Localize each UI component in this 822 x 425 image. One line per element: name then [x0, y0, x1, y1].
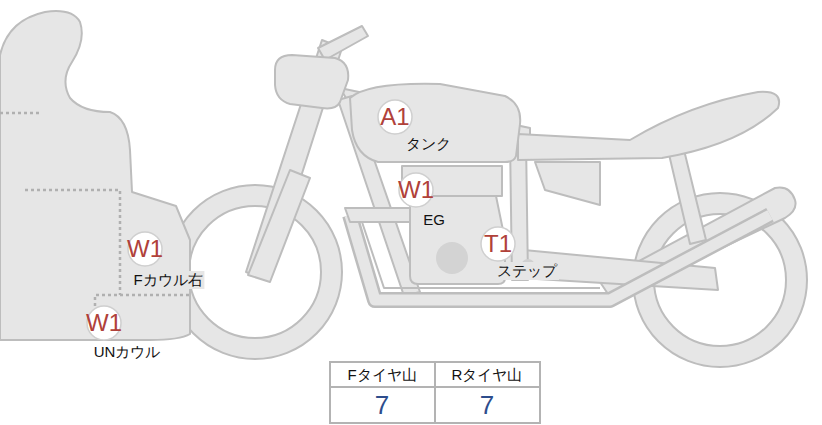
table-header: Fタイヤ山	[347, 366, 416, 385]
table-value: 7	[375, 390, 389, 421]
cowl-division-lines	[0, 113, 190, 330]
handlebar	[318, 26, 368, 60]
tire-table-grid	[330, 362, 540, 423]
part-name: ステップ	[495, 262, 559, 280]
headlight	[275, 55, 348, 108]
part-name: タンク	[404, 135, 453, 153]
front-cowl	[0, 11, 190, 340]
rear-shock	[668, 150, 706, 244]
callout-code: T1	[480, 230, 516, 258]
seat	[518, 92, 779, 160]
side-cover	[535, 162, 600, 205]
callout-code: W1	[86, 309, 122, 337]
callout-code: W1	[398, 176, 434, 204]
callout-circle: W1Fカウル右	[127, 231, 163, 267]
callout-circle: A1タンク	[377, 99, 413, 135]
part-name: EG	[421, 211, 447, 229]
part-name: UNカウル	[92, 343, 163, 361]
engine-cover	[436, 242, 468, 274]
table-header: Rタイヤ山	[452, 366, 523, 385]
table-value: 7	[480, 390, 494, 421]
callout-code: A1	[377, 103, 413, 131]
fuel-tank	[350, 84, 520, 162]
callout-circle: W1EG	[398, 172, 434, 208]
exhaust-header	[345, 208, 410, 222]
callout-code: W1	[127, 235, 163, 263]
fork-slider	[248, 170, 310, 282]
callout-circle: W1UNカウル	[86, 305, 122, 341]
callout-circle: T1ステップ	[480, 226, 516, 262]
part-name: Fカウル右	[131, 271, 204, 289]
